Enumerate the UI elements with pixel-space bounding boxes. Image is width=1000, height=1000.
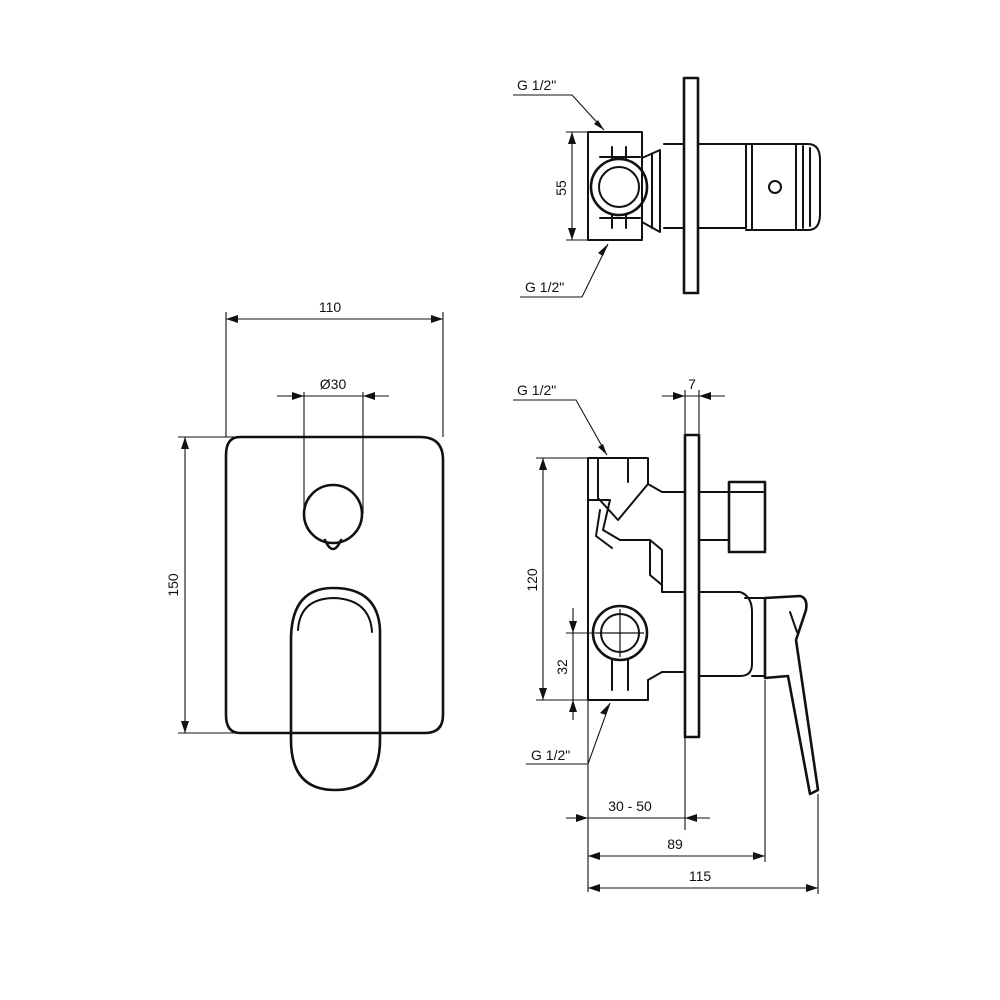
top-flange [682, 76, 700, 295]
top-thread-bottom-callout: G 1/2" [520, 243, 609, 298]
side-outlet-offset-label: 32 [554, 659, 570, 675]
side-depth-dimension: 89 [587, 680, 766, 892]
side-thread-top-label: G 1/2" [517, 382, 556, 398]
top-spacing-label: 55 [553, 180, 569, 196]
side-plate-thickness-label: 7 [688, 376, 696, 392]
height-label: 150 [165, 573, 181, 597]
top-outlet-ring [589, 157, 649, 217]
width-dimension: 110 [225, 299, 444, 437]
lever-handle-inner [297, 597, 373, 633]
diverter-knob [302, 483, 364, 545]
knob-pointer [323, 538, 343, 551]
front-view: 110 Ø30 150 [165, 299, 445, 792]
height-dimension: 150 [165, 436, 240, 734]
side-outlet-offset-dimension: 32 [554, 608, 600, 720]
side-diverter-knob [727, 480, 767, 554]
lever-handle [289, 586, 382, 792]
top-cartridge [745, 143, 821, 231]
side-plate-thickness-dimension: 7 [662, 376, 725, 435]
side-body-height-dimension: 120 [524, 457, 592, 701]
top-spacing-dimension: 55 [553, 131, 600, 241]
side-total-depth-label: 115 [689, 868, 712, 884]
side-thread-top-callout: G 1/2" [513, 382, 608, 456]
side-thread-bottom-label: G 1/2" [531, 747, 570, 763]
side-total-depth-dimension: 115 [588, 794, 819, 894]
side-view: G 1/2" G 1/2" 7 120 [513, 376, 820, 894]
top-body-block [587, 131, 643, 241]
width-label: 110 [319, 299, 342, 315]
side-thread-bottom-callout: G 1/2" [526, 702, 611, 765]
top-view: G 1/2" G 1/2" 55 [513, 76, 821, 298]
knob-diameter-label: Ø30 [320, 376, 347, 392]
top-thread-top-callout: G 1/2" [513, 77, 605, 131]
side-wall-plate [683, 433, 701, 739]
top-thread-top-label: G 1/2" [517, 77, 556, 93]
top-screw-hole [768, 180, 782, 194]
side-body-height-label: 120 [524, 568, 540, 592]
side-install-depth-dimension: 30 - 50 [566, 700, 710, 830]
side-body [587, 457, 686, 701]
cover-plate [224, 435, 445, 735]
knob-diameter-dimension: Ø30 [277, 376, 389, 514]
side-lever [763, 594, 820, 796]
side-cartridge [698, 591, 753, 677]
side-diverter-spindle [698, 491, 730, 541]
top-valve-body [697, 143, 747, 229]
side-depth-label: 89 [667, 836, 683, 852]
top-thread-bottom-label: G 1/2" [525, 279, 564, 295]
side-install-depth-label: 30 - 50 [608, 798, 652, 814]
